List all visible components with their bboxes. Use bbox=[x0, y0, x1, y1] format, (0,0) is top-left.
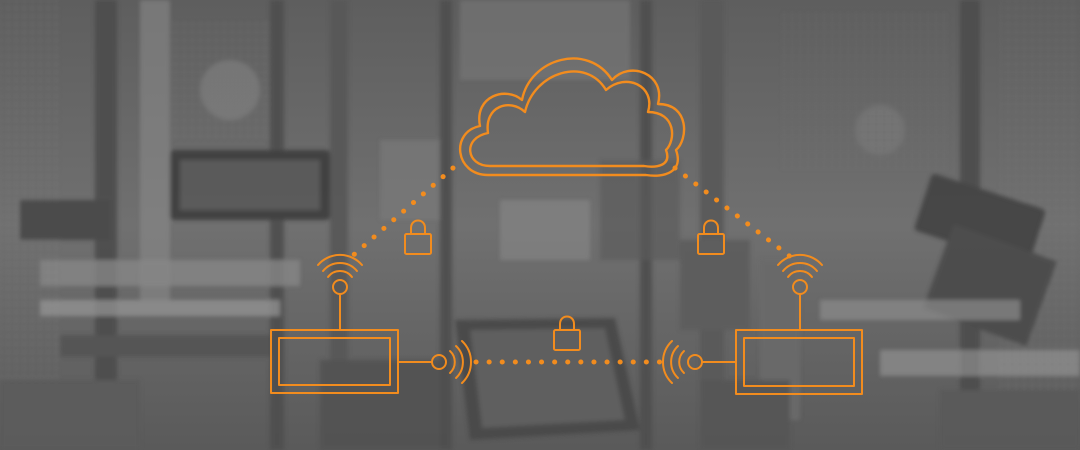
device-icon bbox=[735, 329, 863, 395]
wifi-signal-icon bbox=[662, 340, 737, 384]
secure-link-cloud-right bbox=[672, 165, 795, 261]
device-icon bbox=[270, 329, 399, 394]
padlock-icon bbox=[697, 219, 725, 255]
wifi-signal-icon bbox=[317, 253, 363, 331]
cloud-icon bbox=[458, 57, 686, 177]
secure-link-cloud-left bbox=[347, 165, 456, 261]
wifi-signal-icon bbox=[397, 340, 472, 384]
padlock-icon bbox=[404, 219, 432, 255]
wifi-signal-icon bbox=[777, 253, 823, 331]
padlock-icon bbox=[553, 315, 581, 351]
